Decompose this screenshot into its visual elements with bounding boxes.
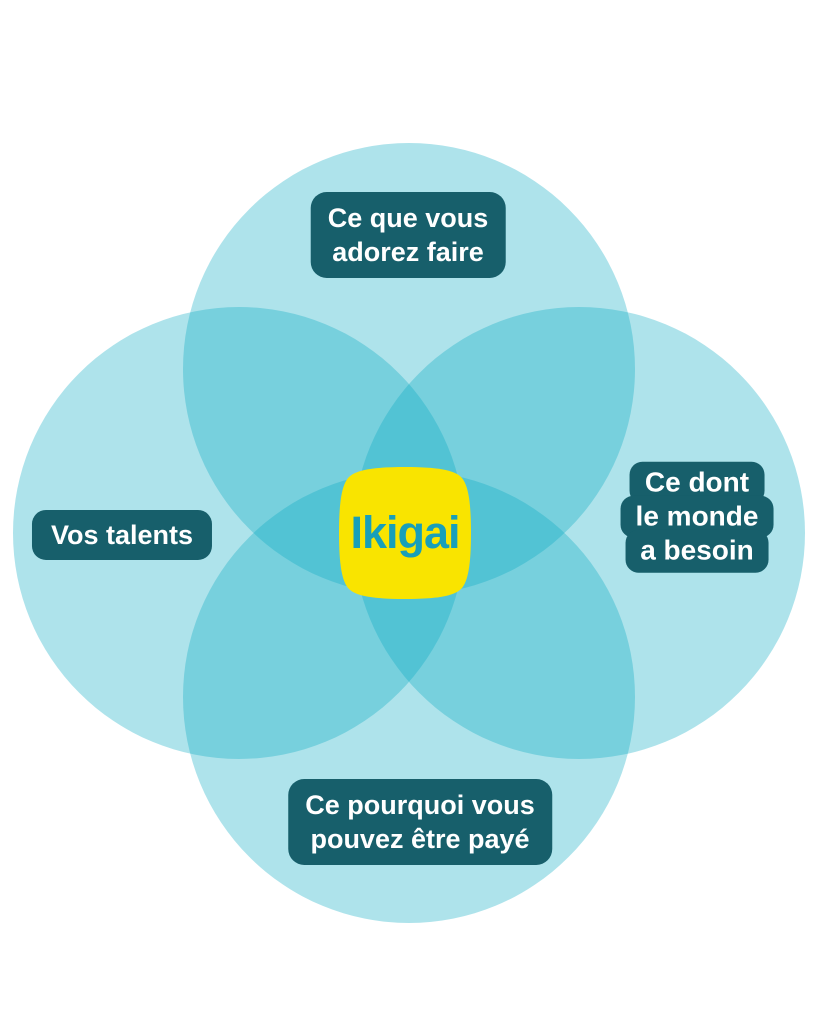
label-what-world-needs: Ce dont le monde a besoin: [620, 461, 774, 573]
label-what-world-needs-line3: a besoin: [625, 530, 769, 573]
center-title: Ikigai: [350, 507, 460, 558]
label-what-you-love: Ce que vous adorez faire: [310, 191, 506, 279]
label-paid-for: Ce pourquoi vous pouvez être payé: [288, 778, 552, 866]
squircle-shape: [339, 467, 471, 599]
center-squircle: Ikigai: [335, 463, 475, 603]
label-your-talents: Vos talents: [31, 509, 213, 561]
